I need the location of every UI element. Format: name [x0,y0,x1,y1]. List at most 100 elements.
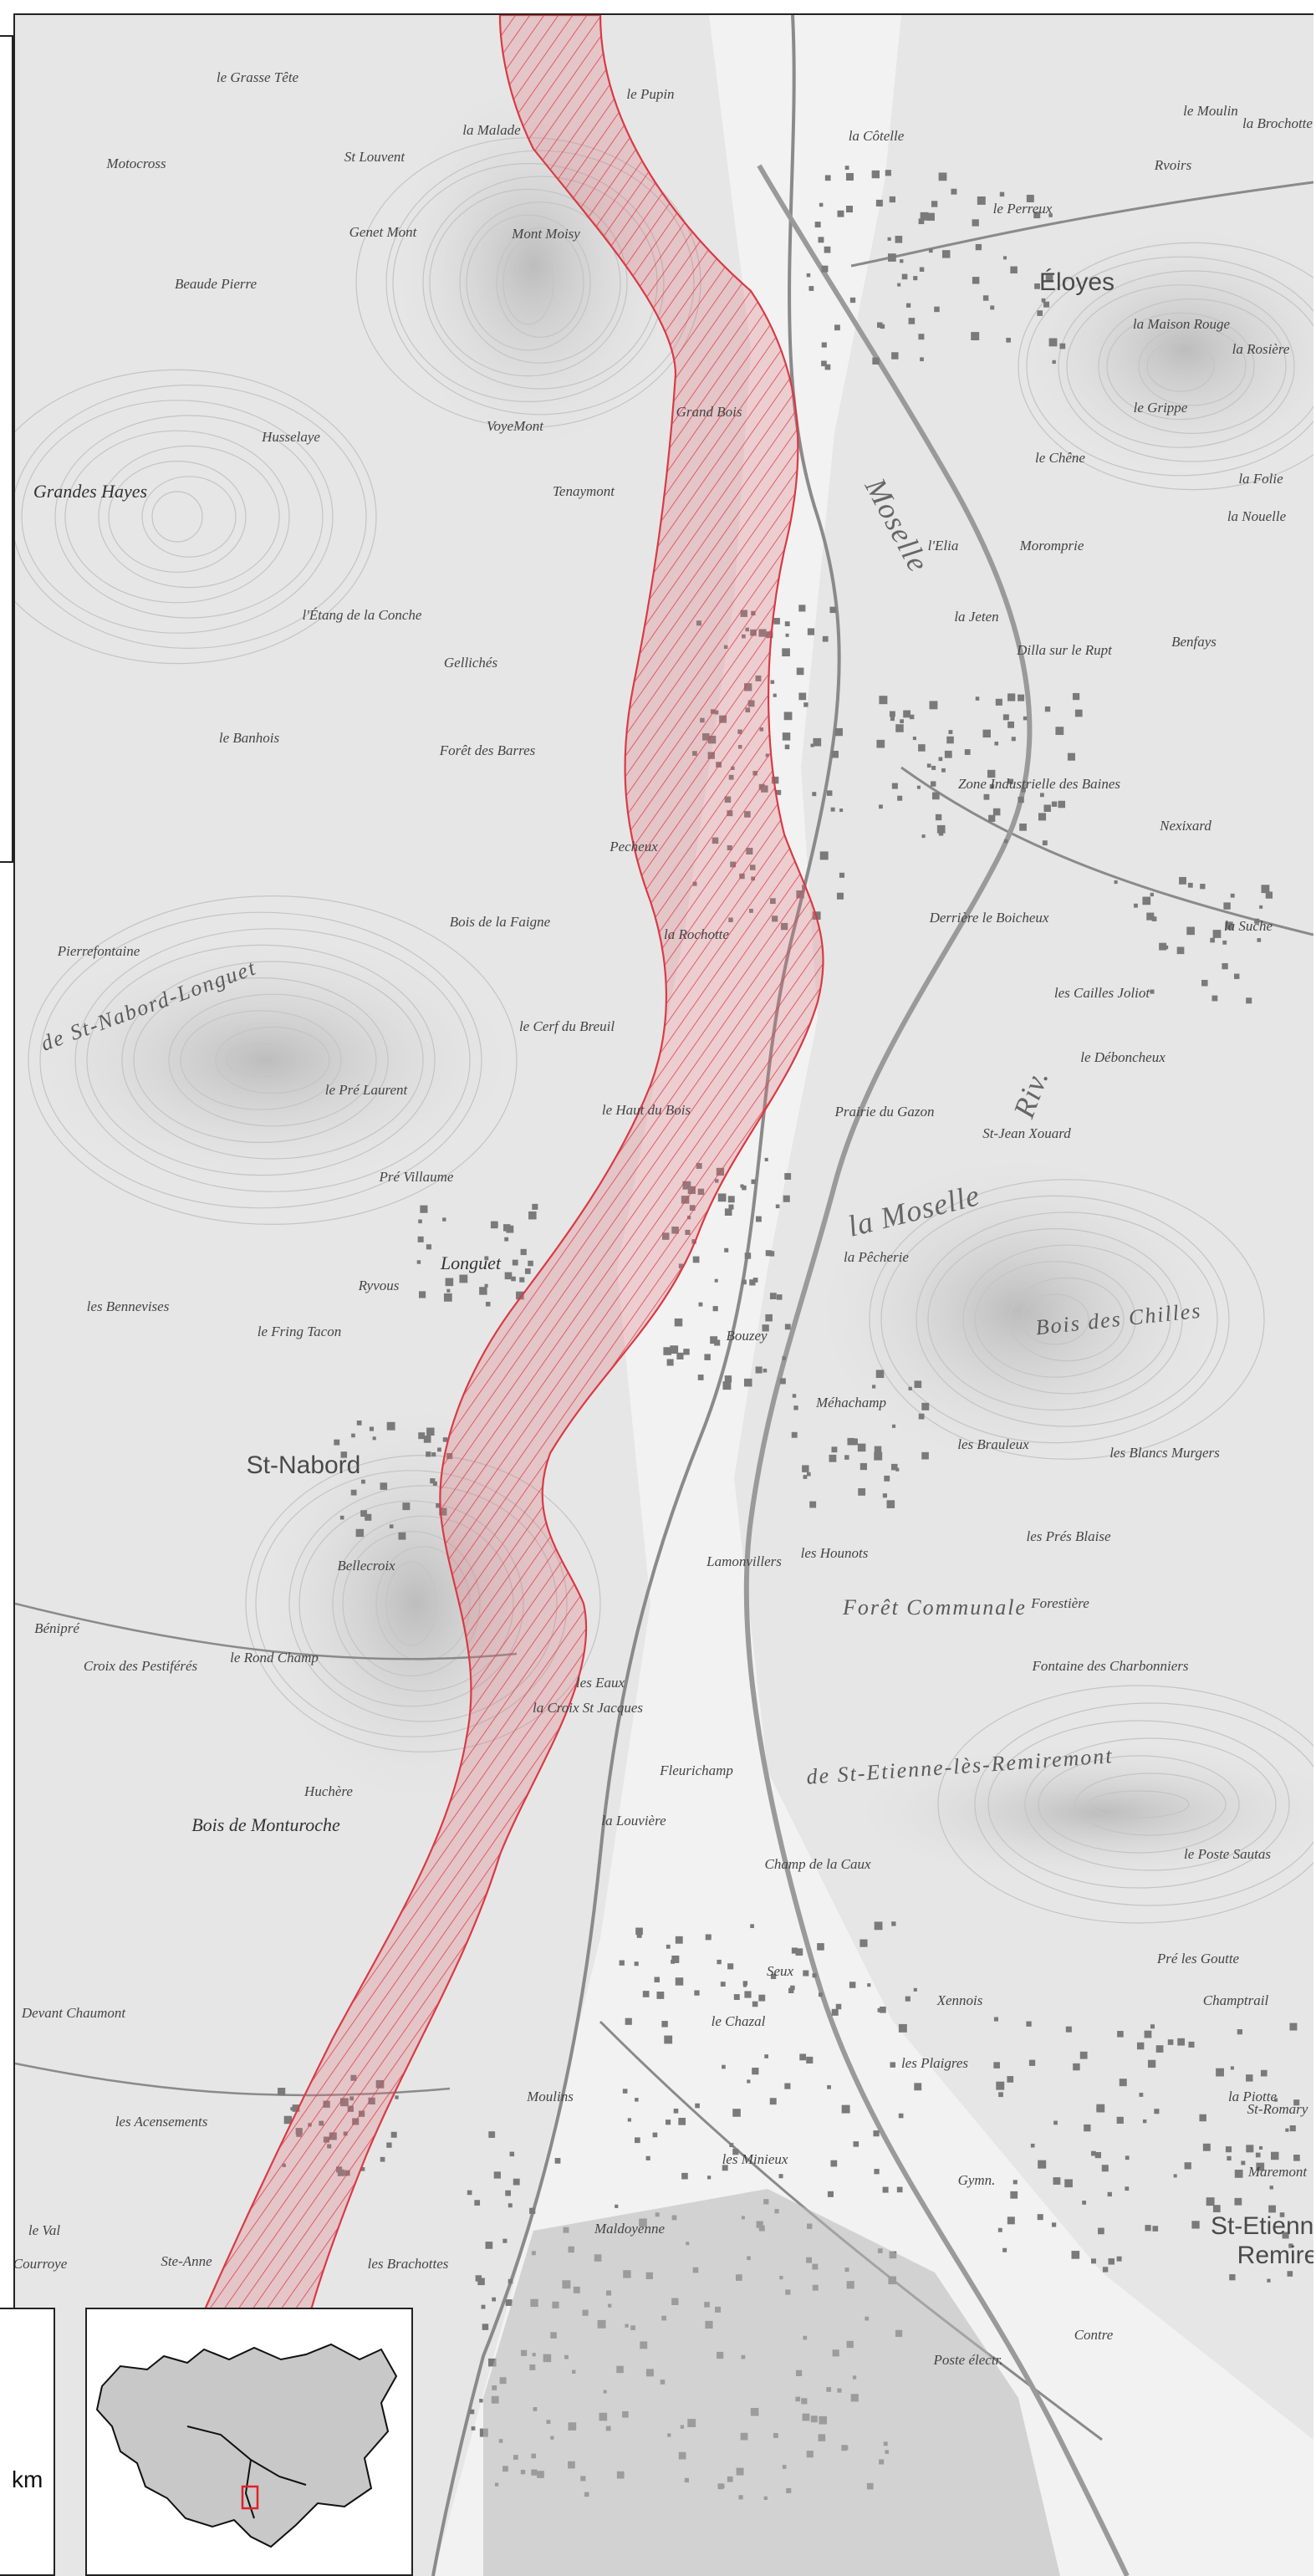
place-label-les-minieux: les Minieux [722,2151,788,2167]
place-label-ste-anne: Ste-Anne [161,2253,212,2269]
place-label-derriere-boicheux: Derrière le Boicheux [929,910,1049,926]
place-label-champtrail: Champtrail [1202,1992,1269,2008]
place-label-cerf-breuil: le Cerf du Breuil [518,1018,615,1034]
place-label-le-perreux: le Perreux [992,201,1053,217]
place-label-le-fring-tacon: le Fring Tacon [257,1324,342,1339]
place-label-les-moulins: Moulins [527,2089,574,2104]
place-label-tenaymont: Tenaymont [553,483,615,499]
place-label-champ-caux: Champ de la Caux [764,1856,871,1872]
place-label-la-nouelle: la Nouelle [1227,508,1287,524]
place-label-la-folie: la Folie [1238,471,1283,487]
place-label-huselaye: Husselaye [262,429,320,445]
place-label-foret-barres: Forêt des Barres [439,742,536,758]
place-label-gelliches: Gellichés [443,655,498,671]
place-label-devant-chaumont: Devant Chaumont [21,2005,126,2021]
location-inset [85,2308,413,2576]
place-label-rvoirs: Rvoirs [1154,157,1192,173]
place-label-bellecroix: Bellecroix [337,1558,395,1574]
place-label-le-chane: le Chêne [1035,450,1085,466]
place-label-voyemont: VoyeMont [487,418,543,434]
place-label-st-etienne: St-Etienne [1210,2212,1313,2240]
place-label-les-blancs-murgers: les Blancs Murgers [1109,1445,1220,1461]
place-label-st-nabord: St-Nabord [246,1451,361,1479]
place-label-poste-electr: Poste électr. [933,2352,1003,2368]
contour-lines [15,137,1313,1924]
place-label-le-pupin: le Pupin [626,86,675,102]
place-label-etang-conche: l'Étang de la Conche [302,607,422,623]
place-label-les-eaux: les Eaux [575,1675,625,1691]
place-label-remiremont: Remire [1237,2242,1313,2269]
place-label-les-brachottes: les Brachottes [367,2256,449,2272]
place-label-eloyes: Éloyes [1038,268,1115,296]
place-label-fleurichamp: Fleurichamp [660,1762,733,1778]
place-label-bouzey: Bouzey [726,1328,768,1344]
place-label-le-chazal: le Chazal [711,2013,766,2029]
place-label-les-acensements: les Acensements [115,2114,208,2130]
place-label-les-hounots: les Hounots [800,1545,869,1561]
valley-floor [433,15,1313,2576]
place-label-la-brochotte: la Brochotte [1242,115,1313,131]
place-label-croix-pestiferes: Croix des Pestiférés [83,1658,198,1674]
place-label-la-croix-st-jacques: la Croix St Jacques [532,1700,644,1716]
place-label-les-plaigres: les Plaigres [900,2055,969,2071]
scale-unit-label: km [12,2466,43,2492]
place-label-foret-communale: Forêt Communale [843,1595,1027,1620]
inset-region-shape [95,2343,398,2548]
place-label-le-moulin: le Moulin [1183,103,1238,119]
relief-shade [1002,216,1313,483]
place-label-bois-faigne: Bois de la Faigne [449,914,551,930]
inset-map [95,2343,398,2548]
place-label-le-grosse-tete: le Grasse Tête [216,69,299,85]
place-label-lamonvillers: Lamonvillers [706,1553,782,1569]
place-label-lelia: l'Elia [927,538,959,553]
place-label-forestiere: Forestière [1031,1595,1089,1611]
place-label-st-jean-xouard: St-Jean Xouard [982,1125,1071,1141]
place-label-huchere: Huchère [304,1783,353,1799]
place-label-les-bennevises: les Bennevises [86,1298,170,1314]
place-label-genet-mont: Genet Mont [349,224,417,240]
place-label-le-rond-champ: le Rond Champ [230,1650,319,1665]
place-label-mont-moisy: Mont Moisy [512,226,580,242]
place-label-la-malade: la Malade [462,122,521,138]
place-label-bois-monturoche: Bois de Monturoche [191,1814,340,1835]
place-label-les-brauleux: les Brauleux [957,1436,1029,1452]
place-label-la-jeten: la Jeten [954,609,999,625]
place-label-benfays: Benfays [1171,634,1217,650]
place-label-st-louvent: St Louvent [344,149,406,165]
place-label-pre-les-goutte: Pré les Goutte [1156,1951,1240,1966]
place-label-la-suche: la Suche [1223,918,1273,934]
place-label-prairie-gazon: Prairie du Gazon [834,1104,935,1120]
place-label-pecheux: Pecheux [610,839,658,854]
place-label-dilla: Dilla sur le Rupt [1017,642,1112,658]
place-label-maremont: Maremont [1247,2164,1308,2180]
place-label-la-rosiere: la Rosière [1232,341,1290,357]
place-label-grandes-hayes: Grandes Hayes [33,481,148,502]
place-label-le-poste-sautas: le Poste Sautas [1184,1846,1271,1862]
study-corridor-fill [199,15,824,2323]
place-label-pre-laurent: le Pré Laurent [324,1082,408,1098]
relief-shade [15,926,533,1194]
inset-boundary [244,2459,255,2519]
place-label-fontaine-charbonniers: Fontaine des Charbonniers [1032,1658,1189,1674]
place-label-moromprie: Moromprie [1019,538,1084,553]
place-label-seux: Seux [766,1963,794,1979]
place-label-pre-villaume: Pré Villaume [379,1169,454,1185]
legend-panel [0,35,13,863]
place-label-les-cailles: les Cailles Joliot [1053,985,1150,1001]
place-label-st-romary: St-Romary [1247,2101,1308,2117]
place-label-la-rochotte: la Rochotte [664,926,729,942]
place-label-grippe: le Grippe [1133,400,1188,416]
place-label-la-piotte: la Piotte [1227,2089,1278,2104]
place-label-la-cotelle: la Côtelle [848,128,905,144]
place-label-la-maison-rouge: la Maison Rouge [1132,316,1231,332]
place-label-la-louviere: la Louvière [601,1813,666,1829]
place-label-pierrefontaine: Pierrefontaine [57,943,140,959]
moselle-river [743,164,1130,2576]
place-label-la-pecherie: la Pêcherie [844,1249,909,1265]
map-base [15,15,1313,2576]
place-label-gymn: Gymn. [957,2172,996,2188]
place-label-longuet: Longuet [440,1252,502,1273]
place-label-grand-bois: Grand Bois [676,404,742,420]
place-label-meachamp: Méhachamp [815,1395,887,1410]
